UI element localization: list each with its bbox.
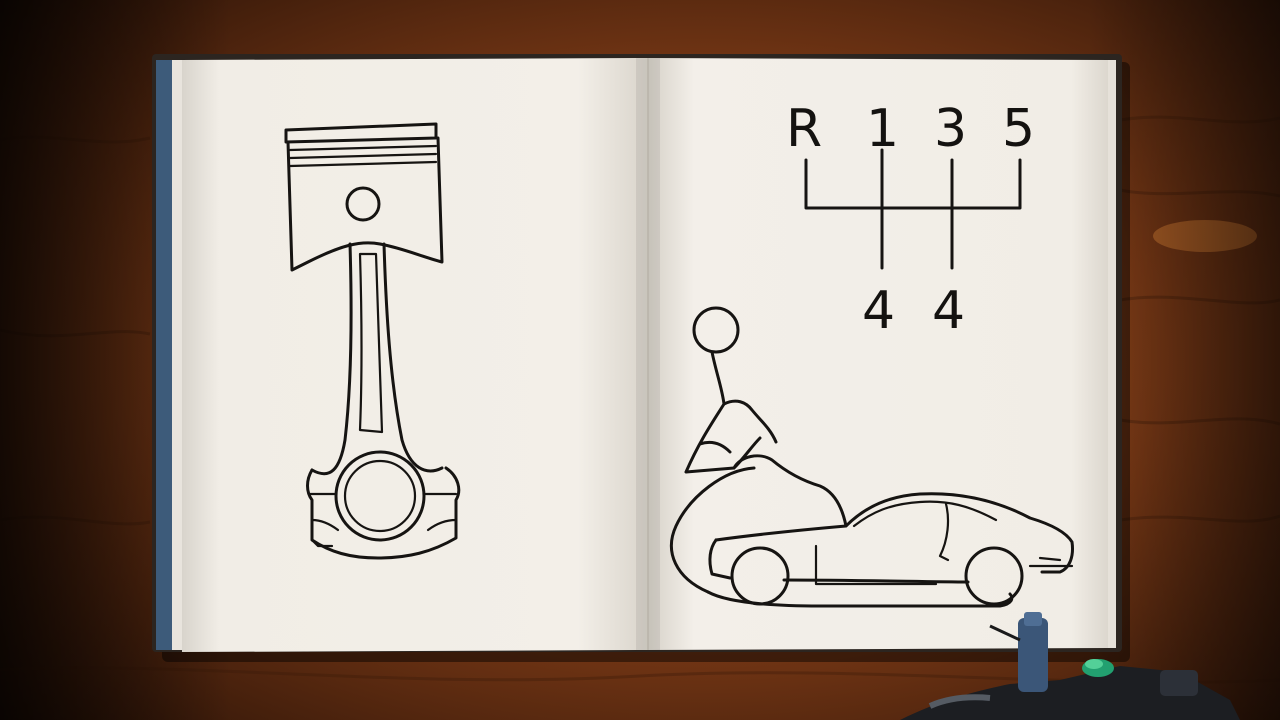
gear-label-4b: 4 xyxy=(932,281,965,341)
piston-drawing xyxy=(284,122,461,560)
gear-label-r: R xyxy=(786,99,822,159)
gear-label-4a: 4 xyxy=(862,281,895,341)
left-page xyxy=(182,58,648,652)
page-edges xyxy=(172,60,1116,650)
gear-label-5: 5 xyxy=(1002,99,1035,159)
gear-pattern: R 1 3 5 4 4 xyxy=(786,99,1035,341)
gear-stick-car-drawing xyxy=(670,306,1074,608)
tool-object xyxy=(900,612,1240,720)
gear-label-3: 3 xyxy=(934,99,967,159)
